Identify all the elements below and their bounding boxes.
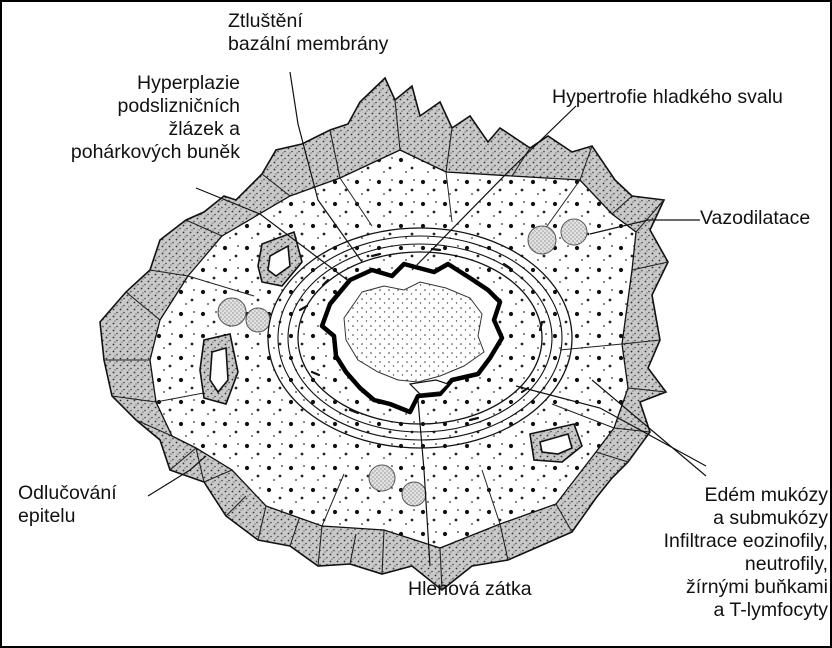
label-epithelium-shedding: Odlučování epitelu [18, 482, 117, 528]
label-basement-membrane: Ztluštění bazální membrány [228, 10, 388, 56]
label-line: pohárkových buněk [71, 141, 240, 164]
label-line: Infiltrace eozinofily, [664, 530, 828, 553]
label-line: a T-lymfocyty [664, 599, 828, 622]
label-line: podslizničních [71, 95, 240, 118]
label-edema-infiltration: Edém mukózy a submukózy Infiltrace eozin… [664, 484, 828, 622]
label-mucus-plug: Hlenová zátka [408, 578, 532, 601]
label-line: a submukózy [664, 507, 828, 530]
label-vasodilation: Vazodilatace [700, 207, 810, 230]
label-line: Vazodilatace [700, 207, 810, 230]
label-line: epitelu [18, 505, 117, 528]
label-line: žírnými buňkami [664, 576, 828, 599]
label-line: bazální membrány [228, 33, 388, 56]
label-smooth-muscle: Hypertrofie hladkého svalu [552, 86, 783, 109]
label-line: Odlučování [18, 482, 117, 505]
label-line: Edém mukózy [664, 484, 828, 507]
label-gland-hyperplasia: Hyperplazie podslizničních žlázek a pohá… [71, 72, 240, 164]
label-line: Hyperplazie [71, 72, 240, 95]
label-line: Hypertrofie hladkého svalu [552, 86, 783, 109]
label-line: neutrofily, [664, 553, 828, 576]
label-line: žlázek a [71, 118, 240, 141]
label-line: Ztluštění [228, 10, 388, 33]
label-line: Hlenová zátka [408, 578, 532, 601]
